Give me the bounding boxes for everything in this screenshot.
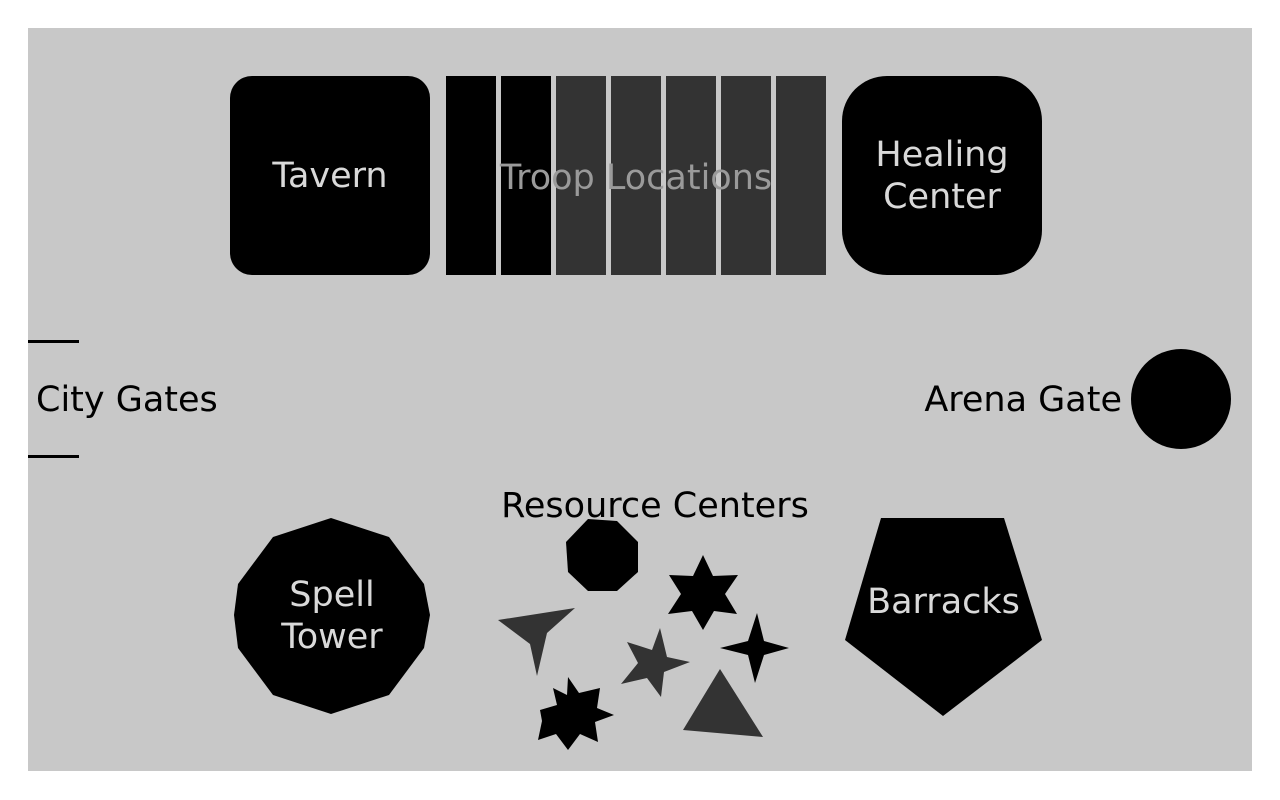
spell-tower-building[interactable]: [234, 518, 430, 714]
resource-centers-label: Resource Centers: [501, 486, 809, 526]
star5-icon[interactable]: [621, 628, 690, 697]
city-gates-wall-bottom: [28, 455, 79, 458]
star4-icon[interactable]: [720, 613, 789, 683]
city-gates-label[interactable]: City Gates: [36, 380, 218, 420]
troop-locations-label: Troop Locations: [499, 158, 773, 198]
arena-gate-label: Arena Gate: [924, 380, 1122, 420]
troop-locations: [446, 76, 826, 275]
spell-tower-label: Spell Tower: [281, 575, 383, 657]
healing-center-building[interactable]: [842, 76, 1042, 275]
troop-slot[interactable]: [501, 76, 551, 275]
octagon-icon[interactable]: [566, 519, 638, 591]
troop-slot[interactable]: [776, 76, 826, 275]
troop-slot[interactable]: [721, 76, 771, 275]
troop-slot[interactable]: [556, 76, 606, 275]
tavern-label: Tavern: [272, 155, 388, 196]
troop-slot[interactable]: [666, 76, 716, 275]
star7-icon[interactable]: [538, 677, 614, 750]
star6-icon[interactable]: [668, 555, 738, 630]
city-gates-wall-top: [28, 340, 79, 343]
troop-slot[interactable]: [611, 76, 661, 275]
troop-slot[interactable]: [446, 76, 496, 275]
arena-gate-portal[interactable]: [1131, 349, 1231, 449]
tri-star-icon[interactable]: [498, 608, 575, 676]
barracks-label: Barracks: [867, 582, 1020, 622]
barracks-building[interactable]: [845, 518, 1042, 716]
triangle-icon[interactable]: [683, 669, 763, 737]
tavern-building[interactable]: [230, 76, 430, 275]
healing-center-label: Healing Center: [875, 134, 1009, 217]
